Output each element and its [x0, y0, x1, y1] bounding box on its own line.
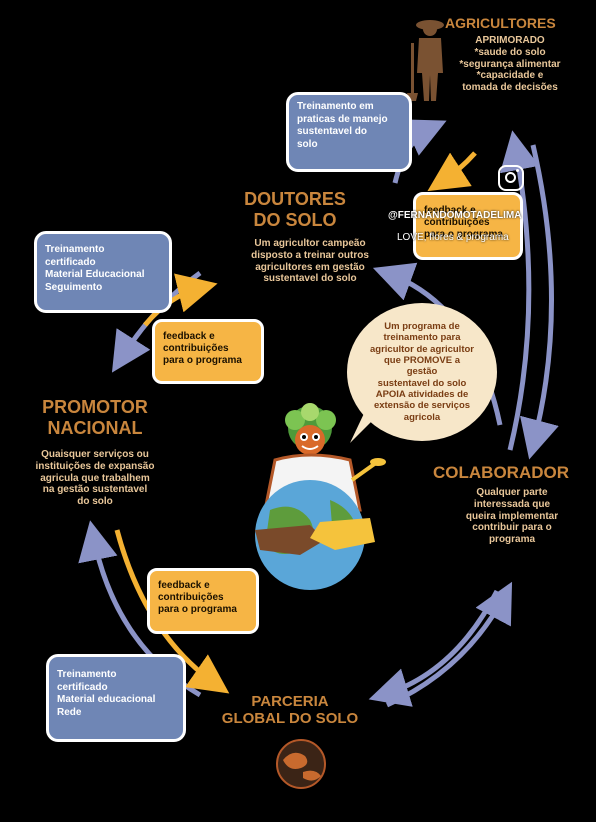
feedback-line: contribuições: [163, 343, 229, 354]
box-line: Treinamento em: [297, 101, 374, 112]
colaborador-desc-line: Qualquer parte: [476, 487, 548, 498]
box-line: Seguimento: [45, 281, 103, 293]
feedback-box-left: feedback e contribuições para o programa: [152, 319, 264, 384]
agricultores-line: APRIMORADO: [475, 35, 545, 46]
agricultores-line: *capacidade e: [476, 70, 544, 82]
doutores-title: DOUTORES DO SOLO: [225, 189, 365, 230]
doutores-title-line: DO SOLO: [253, 209, 337, 230]
box-line: solo: [297, 138, 318, 150]
parceria-title-line: GLOBAL DO SOLO: [221, 710, 359, 728]
bubble-tail: [350, 405, 378, 443]
global-soil-partnership-logo-icon: [276, 739, 326, 789]
promotor-desc-line: Quaisquer serviços ou: [41, 449, 149, 460]
box-line: sustentavel do: [297, 126, 368, 137]
promotor-desc-line: instituições de expansão: [35, 460, 155, 472]
feedback-box-bottom: feedback e contribuições para o programa: [147, 568, 259, 634]
bubble-line: extensão de serviços: [373, 400, 471, 412]
promotor-title-line: NACIONAL: [47, 417, 143, 438]
colaborador-title: COLABORADOR: [433, 463, 569, 482]
instagram-icon: [498, 165, 524, 191]
promotor-desc: Quaisquer serviços ou instituições de ex…: [15, 449, 175, 508]
colaborador-desc: Qualquer parte interessada que queira im…: [457, 487, 567, 546]
box-line: Material educacional: [57, 694, 156, 705]
promotor-title-line: PROMOTOR: [42, 397, 148, 417]
feedback-line: contribuições: [424, 217, 490, 228]
agricultores-desc: APRIMORADO *saude do solo *segurança ali…: [445, 35, 569, 94]
treinamento-box-top: Treinamento em praticas de manejo susten…: [286, 92, 412, 172]
bubble-line: que PROMOVE a gestão: [383, 354, 460, 378]
soil-doctor-mascot-icon: [255, 403, 386, 590]
promotor-title: PROMOTOR NACIONAL: [20, 397, 170, 438]
feedback-line: feedback e: [424, 205, 476, 216]
colaborador-desc-line: queira implementar: [465, 510, 559, 522]
doutores-desc: Um agricultor campeão disposto a treinar…: [240, 238, 380, 285]
doutores-desc-line: Um agricultor campeão: [254, 238, 366, 249]
box-line: Treinamento: [57, 669, 117, 680]
promotor-desc-line: agricula que trabalhem: [40, 472, 150, 484]
doutores-desc-line: sustentavel do solo: [263, 273, 357, 285]
treinamento-box-left: Treinamento certificado Material Educaci…: [34, 231, 172, 313]
promotor-desc-line: do solo: [77, 496, 113, 508]
colaborador-desc-line: programa: [488, 534, 536, 546]
arrow-agricultores-to-colaborador: [520, 144, 559, 460]
watermark-caption: LOVE, flores & programa: [397, 232, 509, 243]
box-line: certificado: [57, 681, 108, 693]
feedback-line: para o programa: [163, 355, 242, 366]
parceria-title-line: PARCERIA: [251, 693, 329, 710]
bubble-line: treinamento para: [383, 332, 461, 344]
doutores-desc-line: disposto a treinar outros: [251, 249, 369, 261]
agricultores-title: AGRICULTORES: [445, 15, 556, 31]
watermark-handle: @FERNANDOMOTADELIMA: [388, 210, 522, 221]
agricultores-line: *segurança alimentar: [459, 58, 561, 70]
treinamento-box-bottom: Treinamento certificado Material educaci…: [46, 654, 186, 742]
box-line: certificado: [45, 256, 96, 268]
arrow-agricultores-to-doutores: [427, 151, 477, 192]
agricultores-line: *saude do solo: [474, 46, 546, 58]
feedback-line: feedback e: [163, 331, 215, 342]
program-bubble: Um programa de treinamento para agricult…: [347, 303, 497, 441]
feedback-line: feedback e: [158, 580, 210, 591]
doutores-title-line: DOUTORES: [244, 189, 346, 209]
box-line: praticas de manejo: [297, 113, 388, 125]
colaborador-desc-line: contribuir para o: [472, 522, 552, 534]
promotor-desc-line: na gestão sustentavel: [42, 484, 148, 496]
agricultores-line: tomada de decisões: [462, 82, 558, 94]
bubble-line: APOIA atividades de: [375, 389, 469, 401]
arrow-colaborador-to-parceria: [368, 589, 500, 707]
arrow-promotor-to-doutores: [143, 273, 218, 327]
box-line: Rede: [57, 706, 82, 718]
bubble-line: Um programa de: [384, 320, 460, 332]
bubble-line: sustentavel do solo: [377, 377, 467, 389]
feedback-box-top: feedback e contribuições para o programa: [413, 192, 523, 260]
feedback-line: para o programa: [424, 229, 503, 240]
bubble-line: agricultor de agricultor: [370, 343, 474, 355]
colaborador-desc-line: interessada que: [473, 498, 551, 510]
bubble-line: agricola: [403, 411, 441, 423]
parceria-title: PARCERIA GLOBAL DO SOLO: [210, 693, 370, 728]
diagram-poster: AGRICULTORES APRIMORADO *saude do solo *…: [5, 5, 569, 795]
box-line: Material Educacional: [45, 269, 145, 280]
doutores-desc-line: agricultores em gestão: [255, 261, 365, 273]
box-line: Treinamento: [45, 244, 105, 255]
feedback-line: para o programa: [158, 604, 237, 615]
feedback-line: contribuições: [158, 592, 224, 603]
